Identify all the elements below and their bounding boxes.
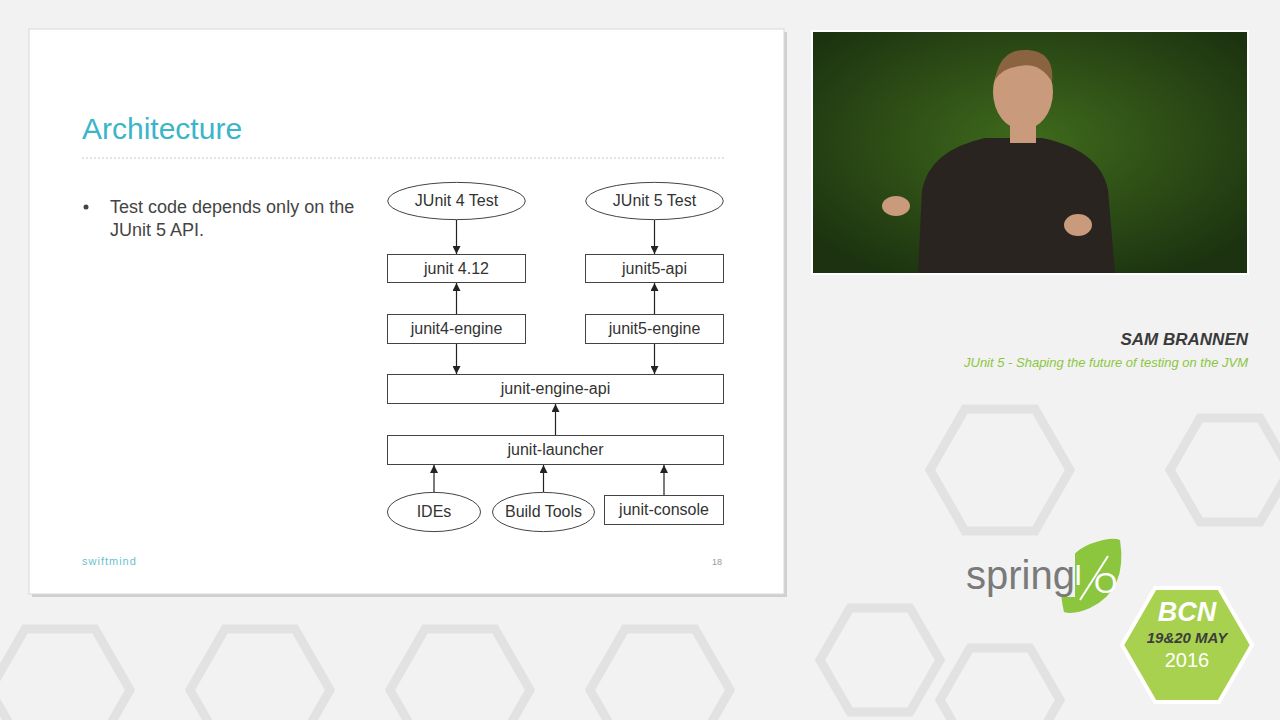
node-label: JUnit 4 Test bbox=[415, 192, 498, 210]
actor-ellipse: JUnit 5 Test bbox=[585, 182, 724, 220]
badge-hexagon bbox=[1122, 588, 1252, 702]
dependency-arrow bbox=[555, 404, 556, 435]
logo-letter: I bbox=[1074, 558, 1082, 592]
process-box: junit-launcher bbox=[387, 435, 724, 465]
process-box: junit5-engine bbox=[585, 314, 724, 344]
page-number: 18 bbox=[712, 557, 722, 567]
logo-text: spring bbox=[966, 553, 1075, 597]
dependency-arrow bbox=[654, 220, 655, 254]
actor-ellipse: IDEs bbox=[387, 492, 481, 532]
speaker-name: SAM BRANNEN bbox=[880, 330, 1248, 350]
process-box: junit4-engine bbox=[387, 314, 526, 344]
node-label: junit-launcher bbox=[507, 441, 603, 459]
node-label: junit5-engine bbox=[609, 320, 701, 338]
event-date: 19&20 MAY bbox=[1122, 629, 1252, 646]
brand-logo: swiftmind bbox=[82, 555, 137, 567]
process-box: junit5-api bbox=[585, 254, 724, 283]
event-year: 2016 bbox=[1122, 649, 1252, 672]
dependency-arrow bbox=[456, 220, 457, 254]
event-city: BCN bbox=[1122, 597, 1252, 628]
node-label: JUnit 5 Test bbox=[613, 192, 696, 210]
speaker-figure bbox=[882, 50, 1115, 273]
logo-letter: O bbox=[1094, 566, 1117, 600]
dependency-arrow bbox=[456, 344, 457, 374]
actor-ellipse: JUnit 4 Test bbox=[387, 182, 526, 220]
process-box: junit-console bbox=[604, 495, 724, 525]
node-label: junit-engine-api bbox=[501, 380, 610, 398]
dependency-arrow bbox=[654, 344, 655, 374]
node-label: junit 4.12 bbox=[424, 260, 489, 278]
dependency-arrow bbox=[543, 465, 544, 492]
node-label: junit-console bbox=[619, 501, 709, 519]
dependency-arrow bbox=[456, 283, 457, 314]
process-box: junit 4.12 bbox=[387, 254, 526, 283]
node-label: junit5-api bbox=[622, 260, 687, 278]
node-label: Build Tools bbox=[505, 503, 582, 521]
node-label: IDEs bbox=[417, 503, 452, 521]
dependency-arrow bbox=[654, 283, 655, 314]
talk-title: JUnit 5 - Shaping the future of testing … bbox=[800, 355, 1248, 370]
actor-ellipse: Build Tools bbox=[492, 492, 595, 532]
slide-title: Architecture bbox=[82, 112, 242, 146]
bullet-text: Test code depends only on the JUnit 5 AP… bbox=[110, 196, 360, 242]
dependency-arrow bbox=[433, 465, 434, 492]
node-label: junit4-engine bbox=[411, 320, 503, 338]
dependency-arrow bbox=[663, 465, 664, 495]
process-box: junit-engine-api bbox=[387, 374, 724, 404]
